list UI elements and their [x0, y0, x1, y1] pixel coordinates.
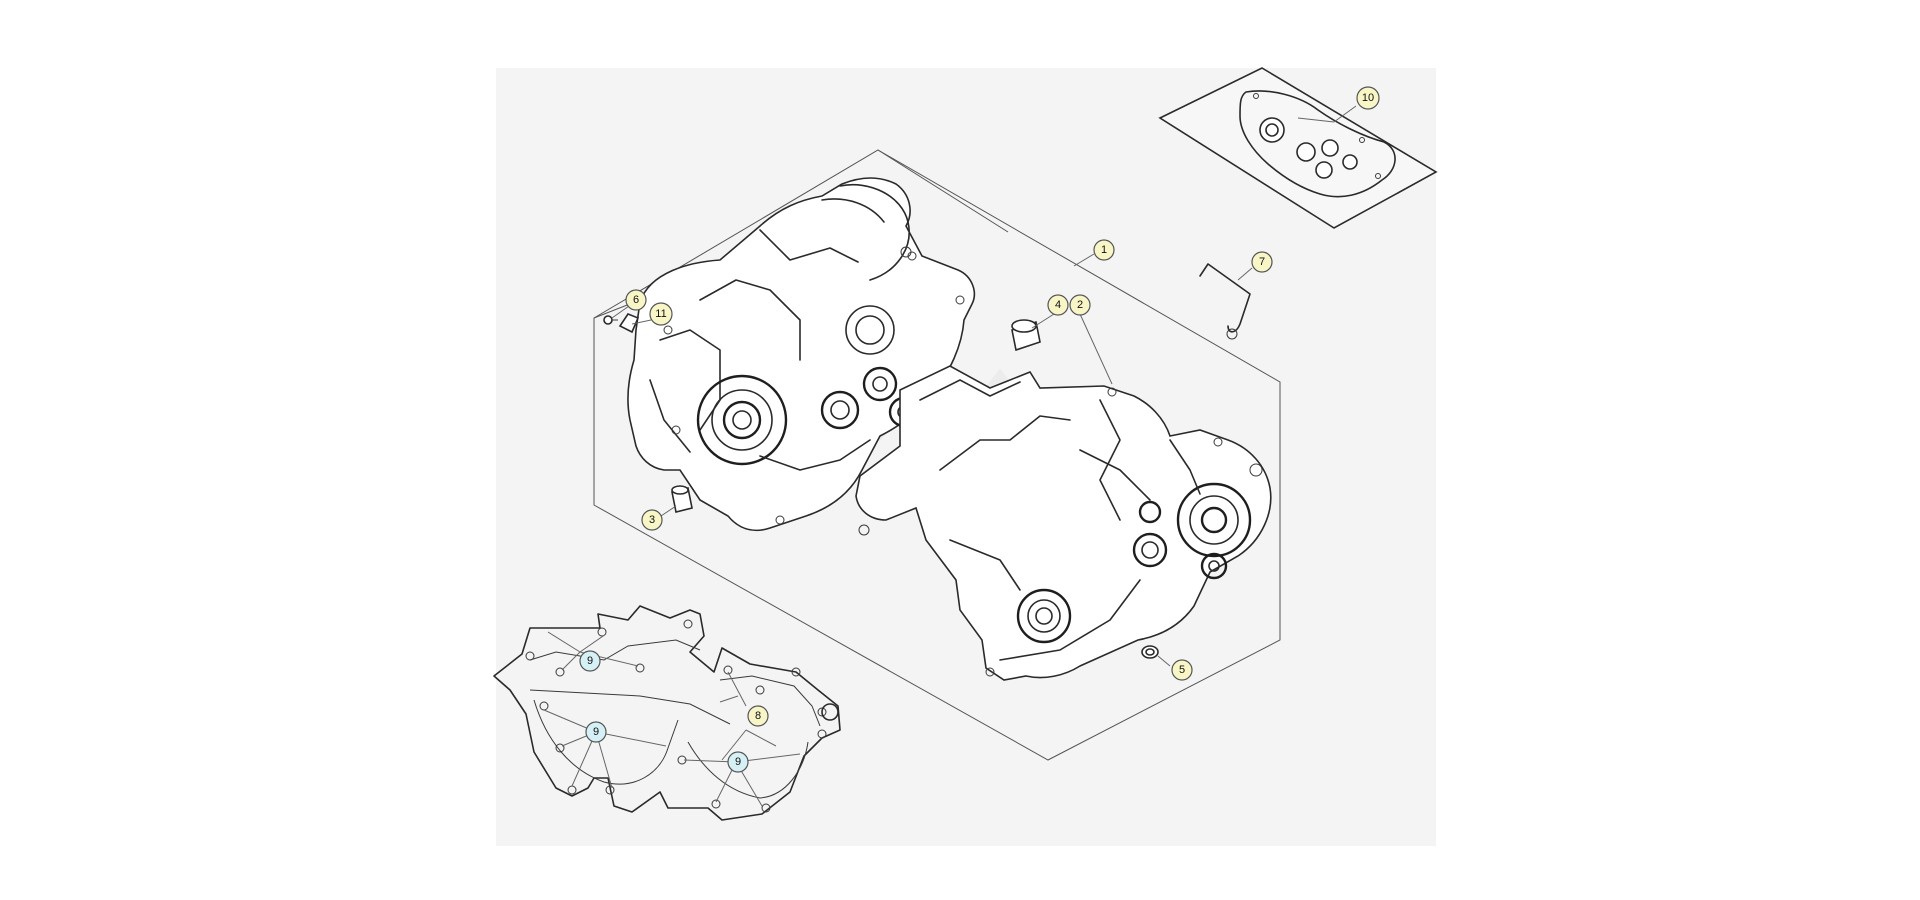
callout-3[interactable]: 3 — [641, 509, 663, 531]
callout-2-label: 2 — [1077, 299, 1083, 311]
callout-6-badge — [625, 289, 647, 311]
callout-9-top[interactable]: 9 — [579, 650, 601, 672]
callout-10[interactable]: 10 — [1356, 86, 1380, 110]
callout-8[interactable]: 8 — [747, 705, 769, 727]
plate-11 — [618, 313, 640, 334]
callout-6-label: 6 — [633, 294, 639, 306]
callout-1-badge — [1093, 239, 1115, 261]
callout-9-middle-badge — [585, 721, 607, 743]
callout-9-middle[interactable]: 9 — [585, 721, 607, 743]
callout-7-badge — [1251, 251, 1273, 273]
callout-11-badge — [649, 302, 673, 326]
callout-11-label: 11 — [655, 308, 666, 320]
bearing-sleeve-4 — [1011, 319, 1041, 352]
spring-clip-7 — [1199, 263, 1251, 340]
callout-9-right-label: 9 — [735, 756, 741, 768]
callout-10-label: 10 — [1362, 92, 1374, 104]
callout-6[interactable]: 6 — [625, 289, 647, 311]
callout-1[interactable]: 1 — [1093, 239, 1115, 261]
callout-4-badge — [1047, 294, 1069, 316]
right-crankcase-half — [855, 365, 1272, 681]
screw-6 — [603, 315, 618, 325]
callout-9-right[interactable]: 9 — [727, 751, 749, 773]
callout-4-label: 4 — [1055, 299, 1061, 311]
callout-9-right-badge — [727, 751, 749, 773]
callout-10-badge — [1356, 86, 1380, 110]
callout-9-middle-label: 9 — [593, 726, 599, 738]
callout-5[interactable]: 5 — [1171, 659, 1193, 681]
gasket-set-sheet — [1158, 67, 1438, 229]
callout-4[interactable]: 4 — [1047, 294, 1069, 316]
seal-ring-5 — [1141, 645, 1159, 659]
callout-9-top-label: 9 — [587, 655, 593, 667]
callout-1-label: 1 — [1101, 244, 1107, 256]
callout-9-top-badge — [579, 650, 601, 672]
crankcase-gasket — [493, 605, 841, 821]
left-crankcase-half — [627, 177, 976, 532]
callout-7[interactable]: 7 — [1251, 251, 1273, 273]
dowel-sleeve-3 — [671, 485, 693, 513]
callout-2[interactable]: 2 — [1069, 294, 1091, 316]
callout-8-badge — [747, 705, 769, 727]
callout-11[interactable]: 11 — [649, 302, 673, 326]
callout-2-badge — [1069, 294, 1091, 316]
callout-5-badge — [1171, 659, 1193, 681]
callout-7-label: 7 — [1259, 256, 1265, 268]
callout-8-label: 8 — [755, 710, 761, 722]
callout-5-label: 5 — [1179, 664, 1185, 676]
callout-3-label: 3 — [649, 514, 655, 526]
callout-3-badge — [641, 509, 663, 531]
